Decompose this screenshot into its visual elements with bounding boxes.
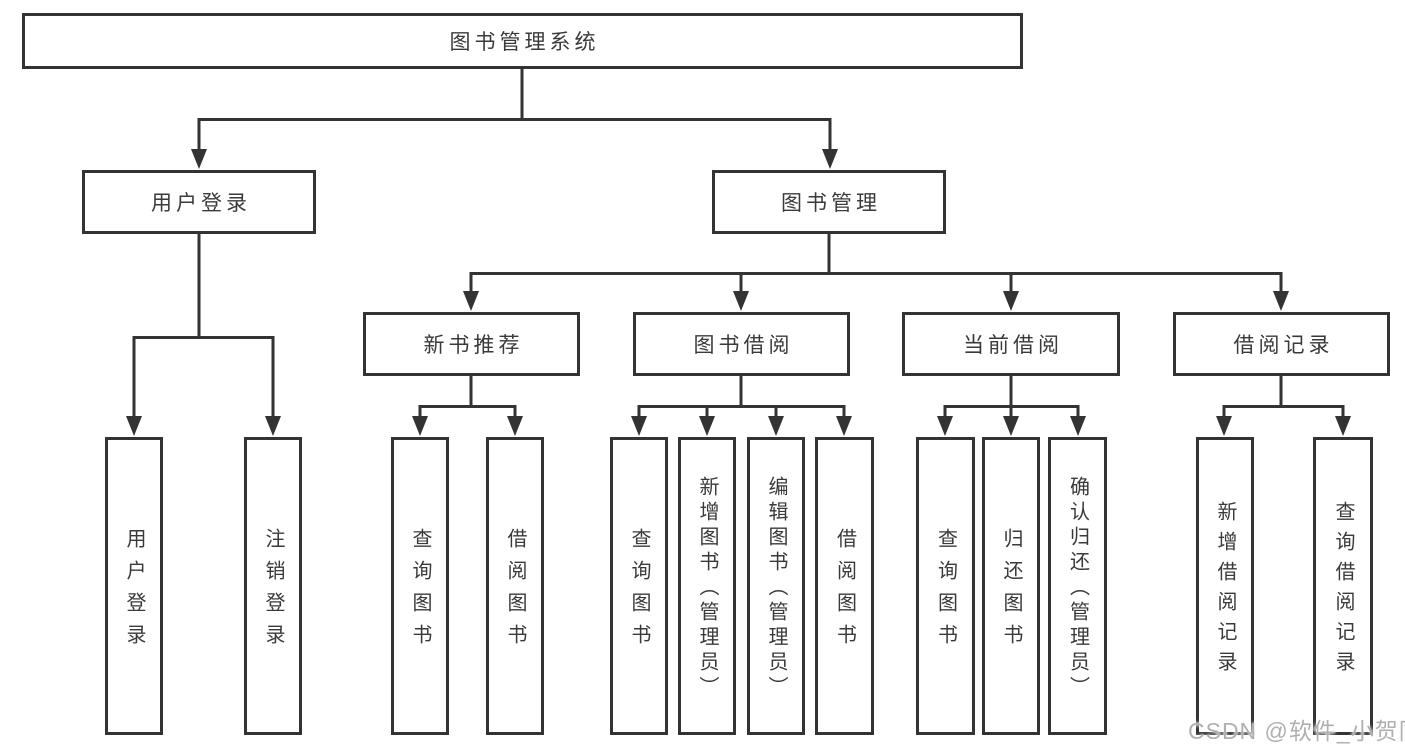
- leaf-records-query-label: 查询借阅记录: [1332, 501, 1354, 681]
- leaf-borrow-edit: 编辑图书（管理员）: [747, 437, 805, 735]
- leaf-user-login: 用户登录: [105, 437, 163, 735]
- leaf-logout-label: 注销登录: [262, 528, 284, 656]
- node-book-mgmt: 图书管理: [712, 170, 946, 234]
- leaf-newbook-query-label: 查询图书: [409, 528, 431, 656]
- leaf-borrow-add-label: 新增图书（管理员）: [696, 476, 718, 701]
- leaf-records-add: 新增借阅记录: [1196, 437, 1254, 735]
- arrowheads: [126, 149, 1351, 436]
- leaf-records-add-label: 新增借阅记录: [1214, 501, 1236, 681]
- node-borrow-records: 借阅记录: [1173, 312, 1390, 376]
- leaf-logout: 注销登录: [244, 437, 302, 735]
- node-book-borrow-label: 图书借阅: [693, 334, 794, 357]
- leaf-current-return-label: 归还图书: [1000, 528, 1022, 656]
- leaf-borrow-edit-label: 编辑图书（管理员）: [765, 476, 787, 701]
- node-root-label: 图书管理系统: [449, 31, 600, 54]
- leaf-current-query: 查询图书: [916, 437, 975, 735]
- leaf-newbook-query: 查询图书: [391, 437, 449, 735]
- node-book-mgmt-label: 图书管理: [781, 192, 881, 215]
- node-current-borrow: 当前借阅: [902, 312, 1120, 376]
- node-user-login-label: 用户登录: [151, 192, 251, 215]
- leaf-current-query-label: 查询图书: [934, 528, 957, 656]
- leaf-current-confirm: 确认归还（管理员）: [1048, 437, 1107, 735]
- leaf-borrow-borrow-label: 借阅图书: [833, 528, 856, 656]
- node-new-book-label: 新书推荐: [423, 334, 524, 357]
- node-new-book: 新书推荐: [363, 312, 580, 376]
- node-borrow-records-label: 借阅记录: [1233, 334, 1334, 357]
- watermark: CSDN @软件_小贺同学: [1188, 718, 1405, 744]
- leaf-borrow-query: 查询图书: [610, 437, 668, 735]
- leaf-newbook-borrow: 借阅图书: [486, 437, 544, 735]
- leaf-borrow-query-label: 查询图书: [628, 528, 650, 656]
- node-root: 图书管理系统: [22, 13, 1023, 69]
- node-book-borrow: 图书借阅: [633, 312, 850, 376]
- leaf-records-query: 查询借阅记录: [1313, 437, 1373, 735]
- node-user-login: 用户登录: [82, 170, 316, 234]
- node-current-borrow-label: 当前借阅: [963, 334, 1063, 357]
- leaf-borrow-add: 新增图书（管理员）: [678, 437, 736, 735]
- leaf-borrow-borrow: 借阅图书: [815, 437, 874, 735]
- leaf-current-return: 归还图书: [982, 437, 1040, 735]
- leaf-newbook-borrow-label: 借阅图书: [504, 528, 526, 656]
- leaf-current-confirm-label: 确认归还（管理员）: [1066, 476, 1089, 701]
- leaf-user-login-label: 用户登录: [123, 528, 145, 656]
